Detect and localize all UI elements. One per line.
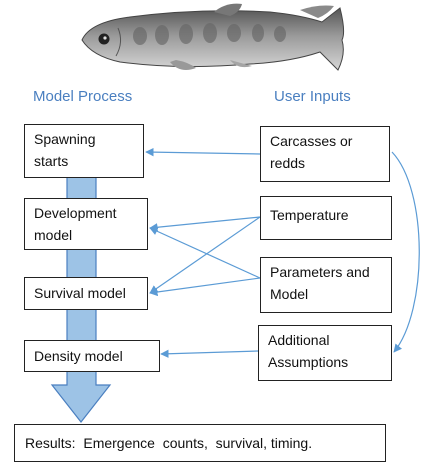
results-box: Results: Emergence counts, survival, tim…	[14, 424, 386, 462]
density-model-box: Density model	[24, 340, 160, 372]
arrow-temperature-to-survival	[149, 216, 261, 294]
arrow-carcasses-to-spawning	[145, 147, 261, 157]
spawning-starts-line2: starts	[34, 153, 69, 169]
carcasses-redds-box: Carcasses or redds	[260, 126, 390, 182]
temperature-label: Temperature	[270, 207, 349, 223]
arrow-assumptions-to-density	[160, 349, 259, 358]
spawning-starts-box: Spawning starts	[24, 124, 144, 178]
arrow-temperature-to-development	[149, 216, 261, 232]
development-model-box: Development model	[24, 198, 148, 250]
additional-assumptions-line1: Additional	[268, 332, 330, 348]
additional-assumptions-box: Additional Assumptions	[258, 325, 392, 381]
spawning-starts-line1: Spawning	[34, 131, 96, 147]
arrow-carcasses-to-assumptions	[391, 151, 420, 353]
fish-illustration	[81, 3, 345, 71]
arrow-parameters-to-development	[149, 227, 261, 279]
density-model-label: Density model	[34, 348, 123, 364]
connector-arrows	[145, 147, 420, 358]
carcasses-redds-line1: Carcasses or	[270, 133, 353, 149]
parameters-model-box: Parameters and Model	[260, 257, 392, 313]
survival-model-label: Survival model	[34, 285, 126, 301]
additional-assumptions-line2: Assumptions	[268, 354, 349, 370]
parameters-model-line1: Parameters and	[270, 264, 370, 280]
carcasses-redds-line2: redds	[270, 155, 306, 171]
temperature-box: Temperature	[260, 196, 392, 240]
user-inputs-heading: User Inputs	[274, 88, 351, 105]
model-process-heading: Model Process	[33, 88, 133, 105]
parameters-model-line2: Model	[270, 286, 309, 302]
development-model-line2: model	[34, 227, 73, 243]
arrow-parameters-to-survival	[149, 277, 261, 297]
survival-model-box: Survival model	[24, 277, 148, 310]
development-model-line1: Development	[34, 205, 117, 221]
